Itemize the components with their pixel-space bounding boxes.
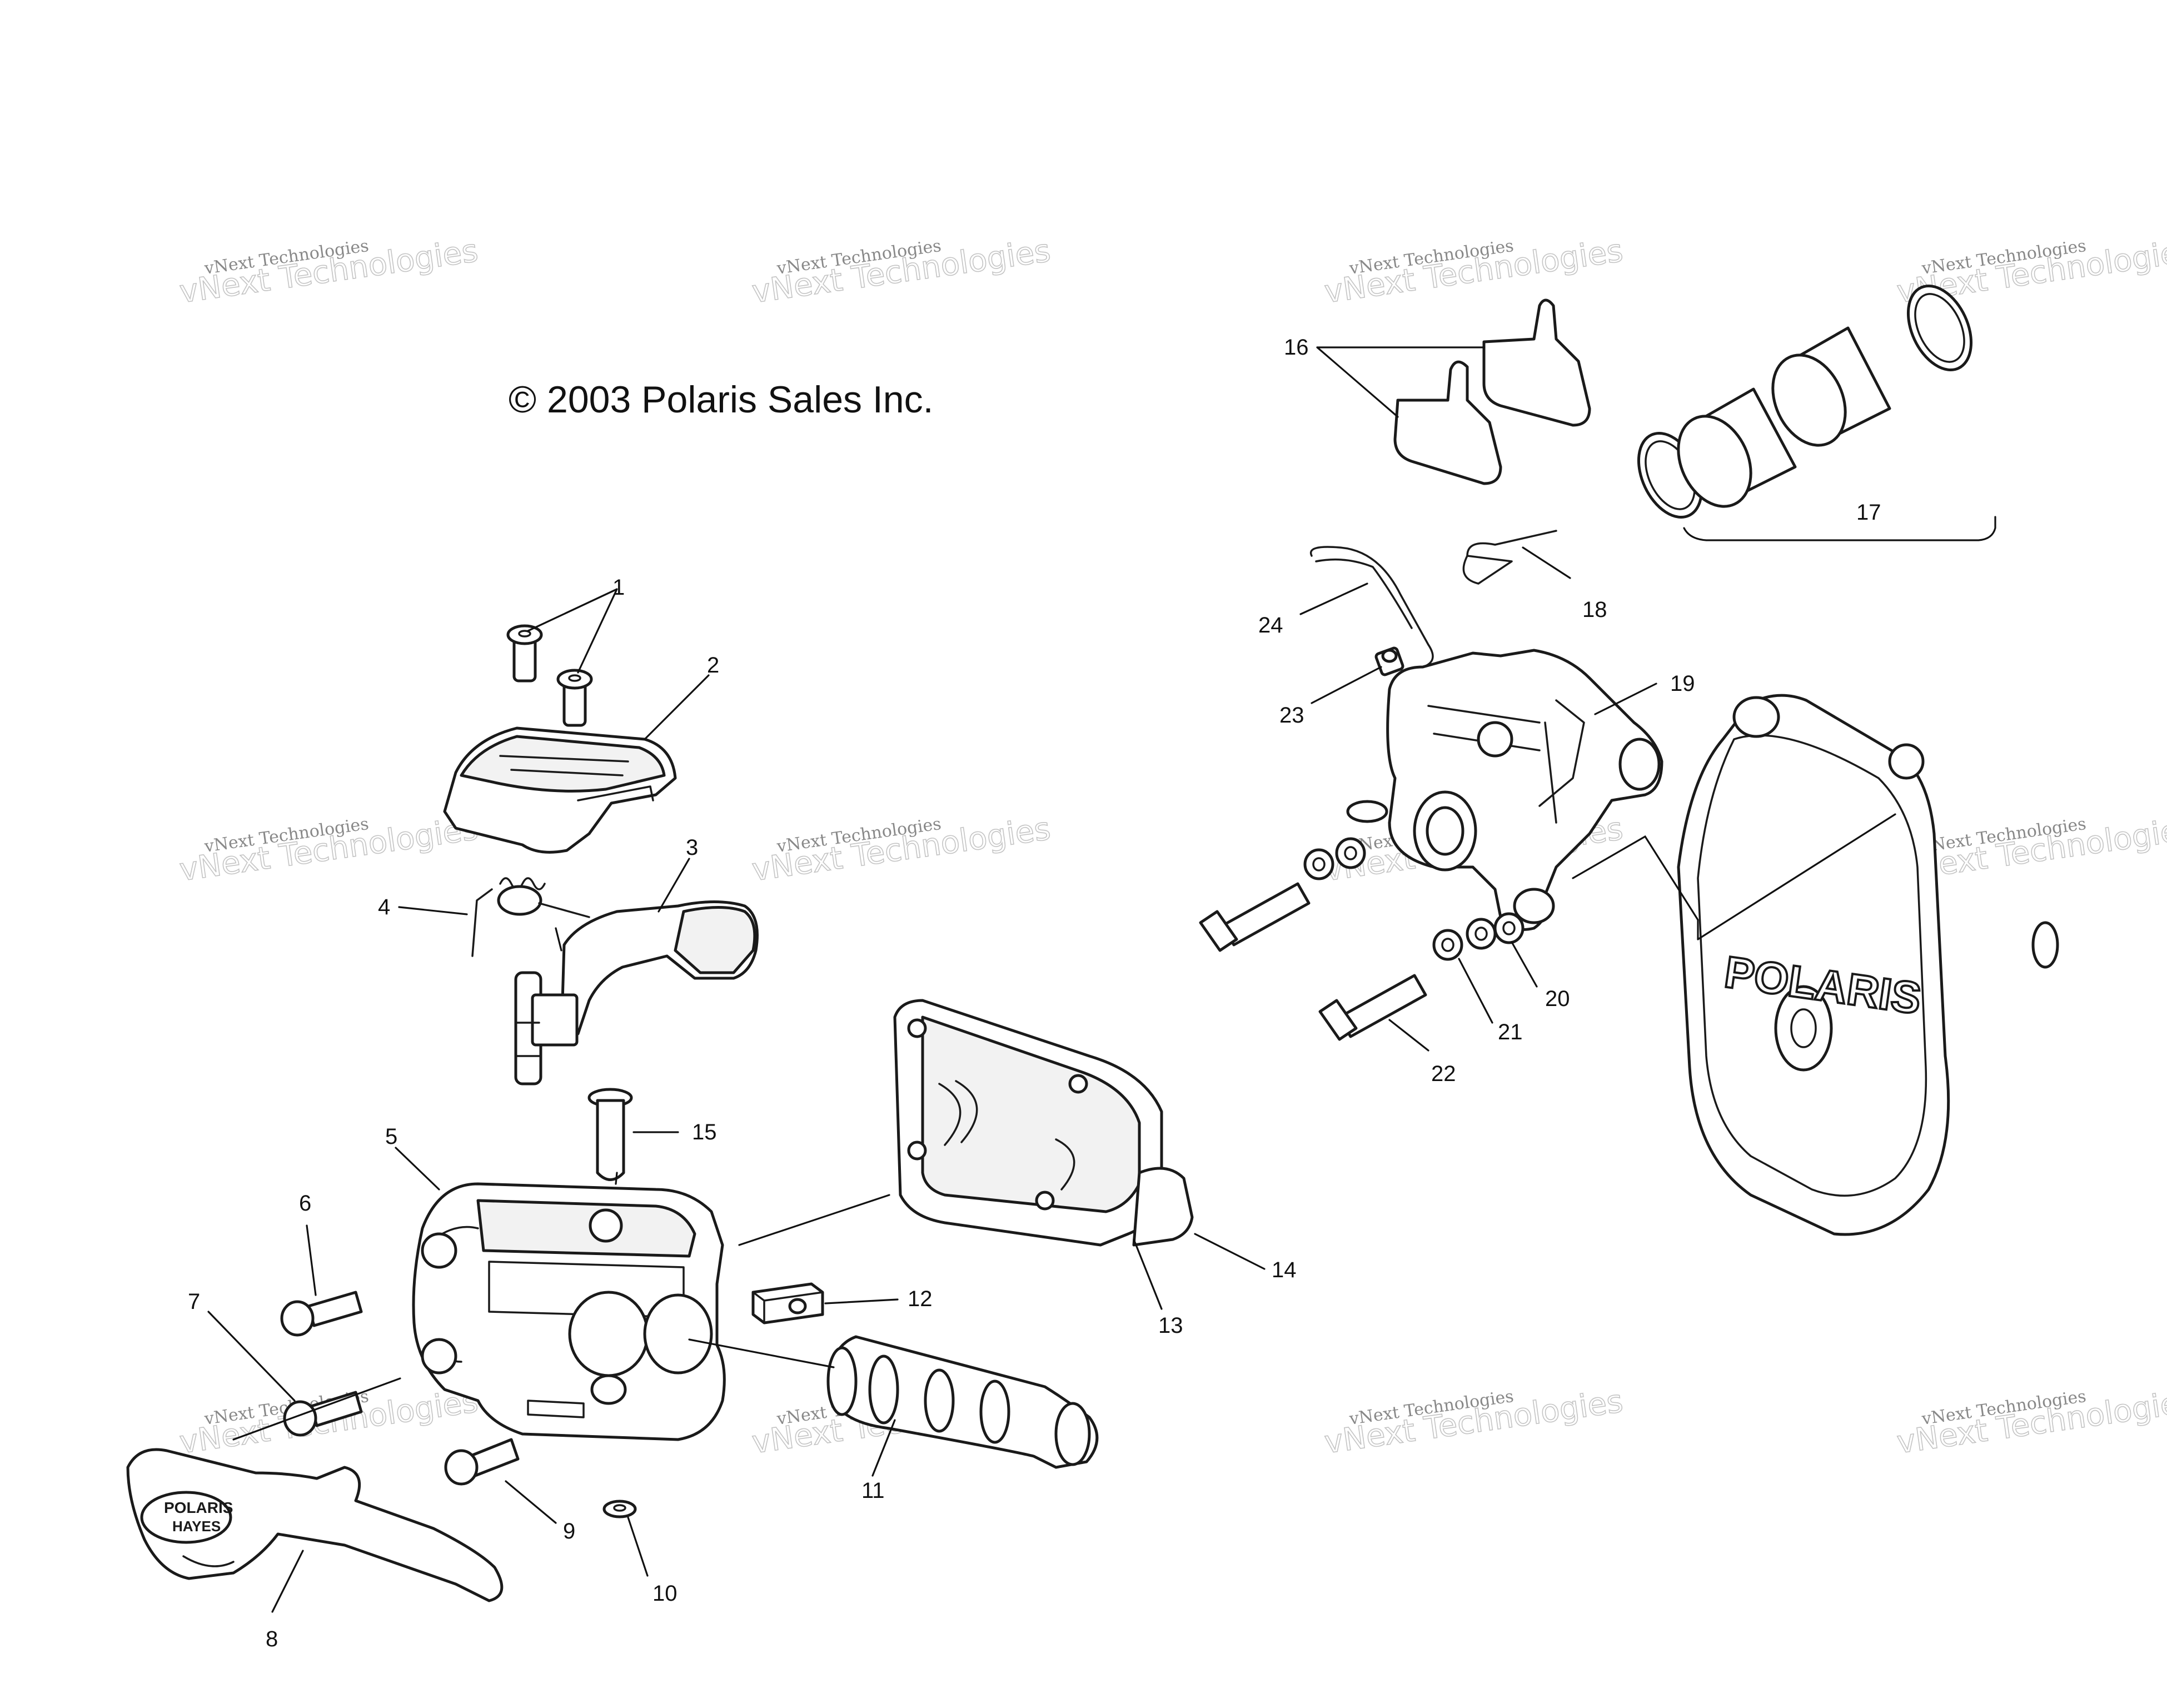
part-11-piston-assembly [826, 1335, 1099, 1469]
callout-13: 13 [1158, 1313, 1183, 1338]
leader-1 [527, 588, 618, 674]
callout-6: 6 [299, 1191, 311, 1216]
explode-line [555, 927, 562, 952]
part-14-reservoir-gasket [1132, 1167, 1194, 1247]
explode-line [232, 1377, 401, 1441]
part-23-bleeder-valve [1374, 646, 1404, 676]
part-13-reservoir-housing [893, 999, 1163, 1247]
callout-1: 1 [612, 575, 625, 600]
callout-8: 8 [266, 1627, 278, 1651]
explode-line [1697, 813, 1896, 940]
callout-24: 24 [1258, 613, 1283, 638]
watermark: vNext Technologies vNext Technologies [177, 810, 481, 889]
watermark: vNext Technologies vNext Technologies [177, 232, 481, 311]
explode-line [1572, 835, 1699, 940]
part-4-return-spring [471, 877, 590, 957]
part-10-clip [602, 1500, 637, 1518]
part-1-cover-screws [506, 624, 593, 727]
leader-2 [644, 674, 710, 740]
part-17-piston-seals [1637, 284, 1973, 519]
leader-19 [1594, 683, 1657, 715]
callout-21: 21 [1498, 1020, 1523, 1044]
callout-2: 2 [707, 653, 719, 678]
leader-10 [627, 1516, 649, 1577]
callout-22: 22 [1431, 1062, 1456, 1086]
callout-15: 15 [692, 1120, 717, 1144]
callout-20: 20 [1545, 987, 1570, 1011]
callout-4: 4 [378, 895, 390, 919]
leader-17 [1683, 516, 1996, 541]
watermark: vNext Technologies vNext Technologies [1322, 232, 1626, 311]
leader-14 [1194, 1233, 1266, 1270]
callout-9: 9 [563, 1519, 575, 1543]
copyright-notice: © 2003 Polaris Sales Inc. [509, 379, 934, 421]
leader-7 [207, 1311, 296, 1402]
callout-5: 5 [385, 1124, 397, 1149]
leader-6 [306, 1224, 317, 1296]
callout-23: 23 [1279, 703, 1304, 728]
watermark: vNext Technologies vNext Technologies [749, 232, 1053, 311]
callout-18: 18 [1582, 597, 1607, 622]
callout-labels: 1 2 3 4 5 6 7 8 9 10 11 12 13 14 15 16 1… [188, 335, 1881, 1651]
watermark: vNext Technologies vNext Technologies [1894, 1383, 2167, 1461]
leader-11 [871, 1419, 896, 1477]
part-8-brake-lever: POLARIS HAYES [126, 1448, 504, 1602]
part-22-caliper-bolts [1199, 882, 1427, 1041]
lever-logo-polaris: POLARIS [164, 1499, 233, 1516]
callout-17: 17 [1856, 500, 1881, 525]
leader-12 [824, 1298, 899, 1304]
callout-16: 16 [1284, 335, 1309, 360]
leader-5 [395, 1147, 440, 1191]
explode-line [615, 1172, 618, 1185]
part-6-bolt [280, 1291, 363, 1337]
callout-19: 19 [1670, 671, 1695, 696]
part-19-caliper-body [1346, 649, 1663, 931]
callout-11: 11 [861, 1478, 885, 1503]
leader-20 [1511, 941, 1538, 988]
watermark: vNext Technologies vNext Technologies [749, 810, 1053, 889]
drive-cover: POLARIS [1677, 694, 2059, 1236]
leader-24 [1299, 582, 1368, 615]
part-3-parking-lever [514, 900, 759, 1085]
leader-4 [398, 906, 468, 915]
part-7-bolt [283, 1391, 363, 1437]
part-16-brake-pads [1393, 298, 1591, 485]
leader-22 [1388, 1019, 1429, 1052]
leader-16 [1316, 346, 1485, 418]
part-9-pin [444, 1438, 520, 1486]
leader-9 [505, 1480, 557, 1524]
explode-line [688, 1338, 835, 1368]
part-21-washer [1432, 918, 1497, 961]
part-18-retaining-clip [1462, 530, 1557, 585]
part-15-pivot-pin [587, 1088, 633, 1181]
callout-12: 12 [908, 1287, 933, 1311]
part-20-washer [1303, 837, 1525, 944]
part-24-sensor-wire [1309, 546, 1434, 668]
part-12-brake-switch [751, 1282, 824, 1324]
leader-23 [1311, 666, 1382, 704]
leader-18 [1522, 546, 1571, 579]
callout-10: 10 [652, 1581, 678, 1606]
explode-line [738, 1194, 890, 1246]
callout-7: 7 [188, 1289, 200, 1314]
leader-13 [1133, 1238, 1163, 1310]
watermark: vNext Technologies vNext Technologies [1322, 1383, 1626, 1461]
leader-21 [1458, 958, 1493, 1024]
part-2-reservoir-cover [443, 726, 677, 854]
leader-3 [657, 858, 690, 913]
lever-logo-hayes: HAYES [172, 1518, 221, 1535]
leader-lines [207, 346, 1996, 1613]
part-5-master-cylinder-body [412, 1182, 726, 1441]
callout-14: 14 [1272, 1258, 1297, 1282]
callout-3: 3 [686, 835, 698, 860]
leader-8 [271, 1550, 304, 1613]
